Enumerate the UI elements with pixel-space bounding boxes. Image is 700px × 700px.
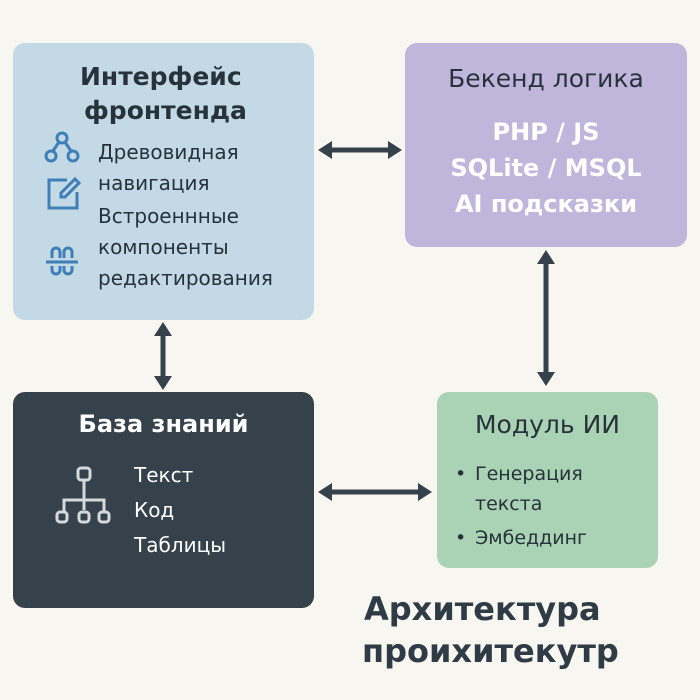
components-icon (46, 246, 78, 276)
caption-line2: проихитекутр (362, 632, 619, 670)
kb-item: Текст (134, 463, 194, 487)
caption-line1: Архитектура (364, 590, 601, 628)
ai-title: Модуль ИИ (474, 410, 620, 439)
frontend-title-2: фронтенда (84, 96, 247, 125)
frontend-item: навигация (98, 171, 210, 195)
arrow-frontend-backend (318, 141, 402, 159)
kb-item: Код (134, 498, 175, 522)
frontend-item: компоненты (98, 235, 229, 259)
arrow-backend-ai (537, 250, 555, 386)
backend-item: AI подсказки (454, 190, 638, 218)
ai-module-box (437, 392, 658, 568)
backend-title: Бекенд логика (448, 64, 644, 93)
kb-item: Таблицы (134, 533, 226, 557)
hierarchy-icon (55, 466, 111, 524)
frontend-item: Древовидная (98, 140, 239, 164)
frontend-item: редактирования (98, 266, 273, 290)
ai-bullet: • (455, 463, 467, 485)
backend-box (405, 43, 687, 247)
ai-item: текста (475, 493, 543, 515)
tree-icon (44, 131, 80, 163)
backend-item: SQLite / MSQL (450, 154, 642, 182)
ai-item: Эмбеддинг (475, 527, 588, 549)
backend-item: PHP / JS (492, 118, 600, 146)
frontend-item: Встроеннные (98, 204, 239, 228)
edit-icon (47, 176, 81, 210)
arrow-frontend-kb (154, 322, 172, 390)
ai-bullet: • (455, 527, 467, 549)
ai-item: Генерация (475, 463, 583, 485)
arrow-kb-ai (318, 483, 432, 501)
kb-title: База знаний (78, 410, 249, 438)
frontend-title: Интерфейс (80, 62, 242, 91)
